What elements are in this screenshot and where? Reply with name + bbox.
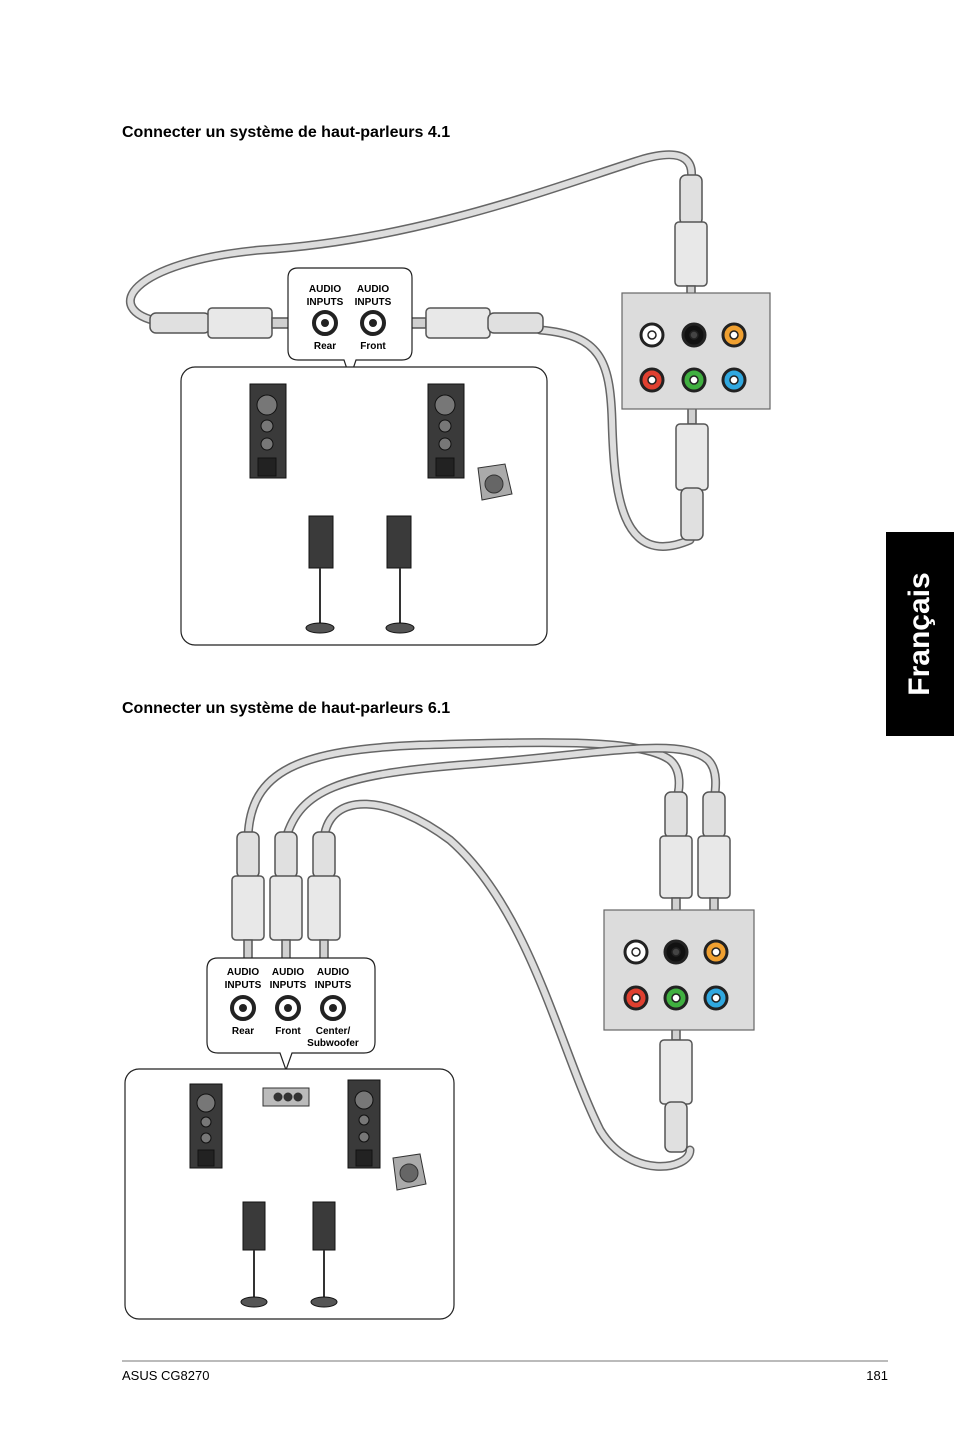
input6-front-bottom: INPUTS: [270, 980, 307, 991]
input6-center-name2: Subwoofer: [307, 1038, 359, 1049]
plug-center-6: [307, 831, 341, 963]
input-rear-name: Rear: [314, 341, 336, 352]
plug-panel-bottom: [675, 399, 709, 541]
section-title-6-1: Connecter un système de haut-parleurs 6.…: [122, 700, 451, 717]
speaker-front-right: [427, 383, 465, 479]
input-front-name: Front: [360, 341, 386, 352]
input6-center-name: Center/: [316, 1026, 351, 1037]
language-tab: Français: [886, 532, 954, 736]
input-front-label-bottom: INPUTS: [355, 297, 392, 308]
input-rear-label-bottom: INPUTS: [307, 297, 344, 308]
audio-port-panel-6: [603, 909, 755, 1031]
plug-rear-6: [231, 831, 265, 963]
footer-product: ASUS CG8270: [122, 1368, 210, 1383]
input6-rear-name: Rear: [232, 1026, 254, 1037]
input6-rear-bottom: INPUTS: [225, 980, 262, 991]
center-speaker: [262, 1087, 310, 1107]
footer-page-number: 181: [866, 1368, 888, 1383]
input-rear-label-top: AUDIO: [309, 284, 341, 295]
plug-panel-6-a: [659, 791, 693, 925]
plug-panel-top: [674, 174, 708, 309]
plug-front-right: [401, 307, 544, 339]
speaker6-rear-left: [240, 1201, 268, 1308]
speaker-rear-right: [385, 515, 415, 634]
footer-rule: [122, 1360, 888, 1362]
speaker-front-left: [249, 383, 287, 479]
subwoofer-6: [392, 1153, 427, 1191]
speaker6-front-right: [347, 1079, 381, 1169]
speaker-rear-left: [305, 515, 335, 634]
input6-front-name: Front: [275, 1026, 301, 1037]
subwoofer: [477, 463, 513, 501]
plug-panel-6-b: [697, 791, 731, 925]
diagram-4-1: AUDIO INPUTS AUDIO INPUTS Rear Front: [125, 150, 771, 646]
plug-rear-left: [149, 307, 297, 339]
section-title-4-1: Connecter un système de haut-parleurs 4.…: [122, 124, 451, 141]
input-front-label-top: AUDIO: [357, 284, 389, 295]
input6-rear-top: AUDIO: [227, 967, 259, 978]
input6-front-top: AUDIO: [272, 967, 304, 978]
speaker6-rear-right: [310, 1201, 338, 1308]
diagram-6-1: AUDIO INPUTS AUDIO INPUTS AUDIO INPUTS R…: [124, 738, 755, 1320]
plug-panel-6-bottom: [659, 1015, 693, 1153]
input-callout: [287, 267, 413, 380]
language-tab-label: Français: [903, 572, 936, 696]
plug-front-6: [269, 831, 303, 963]
input6-center-top: AUDIO: [317, 967, 349, 978]
speaker6-front-left: [189, 1083, 223, 1169]
speakers-box: [180, 366, 548, 646]
input6-center-bottom: INPUTS: [315, 980, 352, 991]
